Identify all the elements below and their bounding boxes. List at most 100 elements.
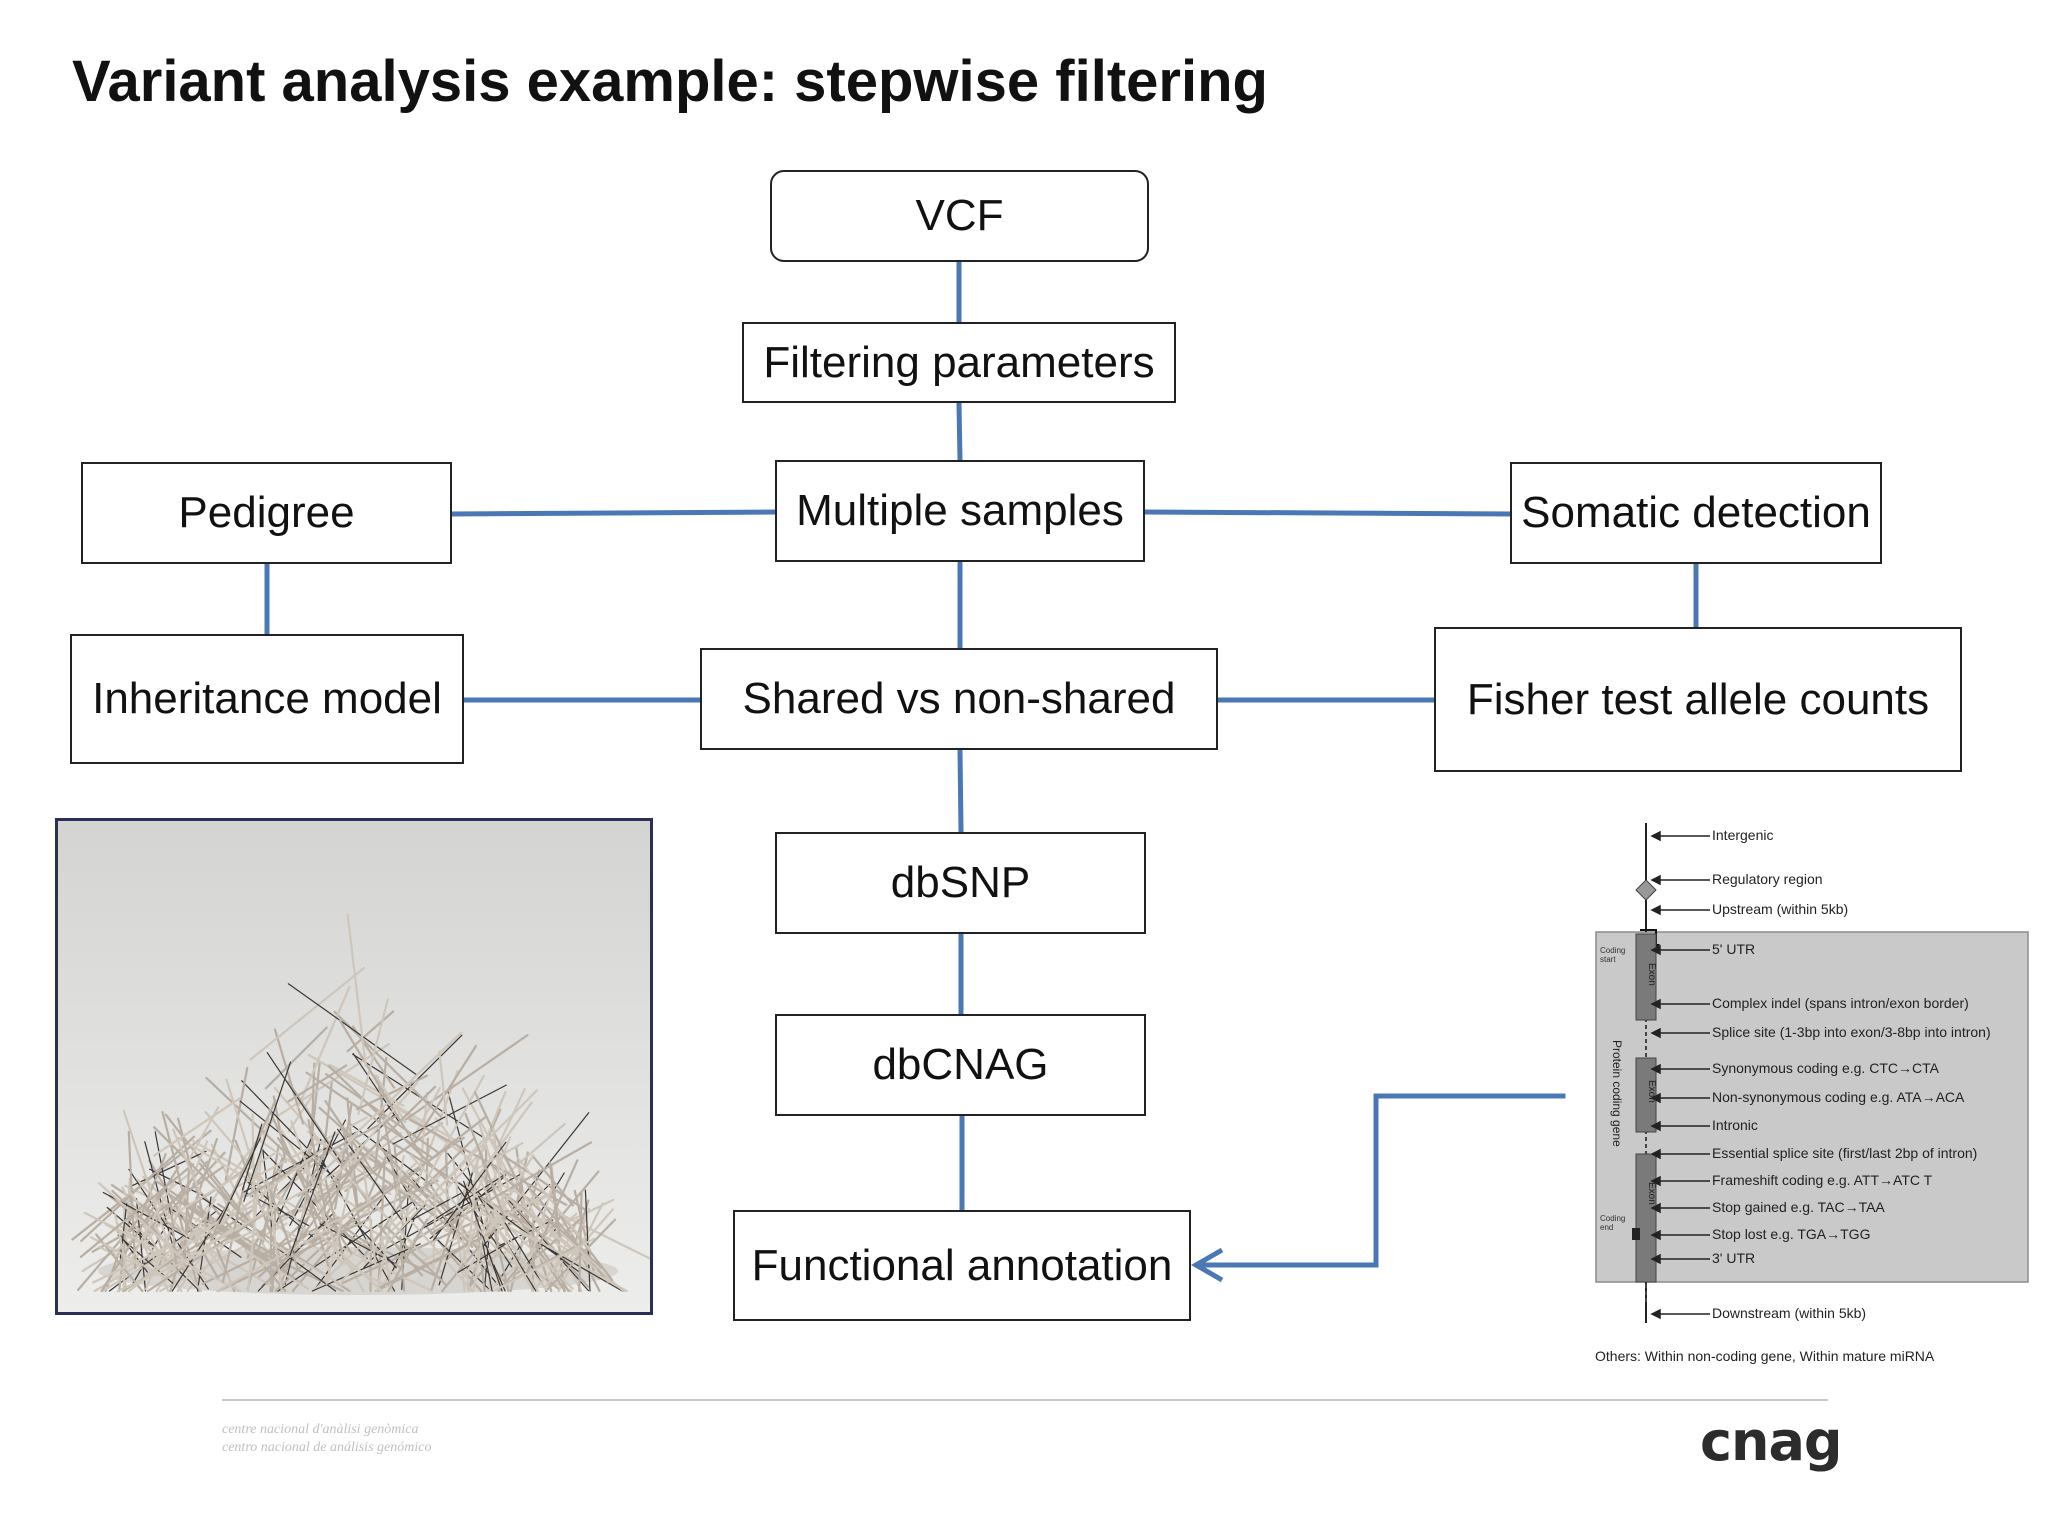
pin [170,1137,218,1272]
footer-text-line1: centre nacional d'anàlisi genòmica [222,1422,419,1437]
pin [413,1045,477,1143]
pin [172,1128,202,1195]
pin [330,1082,418,1183]
consequence-label: Non-synonymous coding e.g. ATA→ACA [1712,1089,1965,1105]
node-functional-annotation: Functional annotation [733,1210,1191,1321]
pin [530,1188,553,1258]
pin [243,1061,292,1202]
pin [463,1180,503,1292]
pin [325,1147,360,1285]
exon-label-3: Exon [1646,1182,1657,1205]
pin [473,1091,524,1193]
pin [423,1074,485,1186]
pin [224,1066,249,1181]
pin [318,1106,427,1206]
pin [338,1019,425,1160]
pin [212,1219,279,1258]
pin [258,1206,301,1248]
consequence-label: Stop gained e.g. TAC→TAA [1712,1199,1885,1215]
node-shared-vs-non-shared: Shared vs non-shared [700,648,1218,750]
pin [374,1074,407,1124]
arrowhead-functional [1190,1247,1224,1283]
pin [305,1071,433,1159]
pin [490,1178,650,1260]
pin [376,1155,405,1293]
coding-end-label: Coding end [1600,1214,1626,1232]
pin [376,1137,487,1255]
pin [290,1120,343,1267]
node-fisher-test: Fisher test allele counts [1434,627,1962,772]
pin [334,1102,353,1210]
pin [466,1247,503,1290]
pin [169,1199,198,1293]
connector-multiple-pedigree [449,509,778,517]
pin [513,1204,590,1288]
pin [420,1137,476,1191]
pin [327,1064,452,1185]
pin [113,1213,128,1270]
pin [116,1222,182,1276]
node-vcf: VCF [770,170,1149,262]
node-dbcnag: dbCNAG [775,1014,1146,1116]
pin [127,1130,137,1270]
pin [97,1182,208,1281]
pin [161,1111,198,1248]
pin [399,1208,474,1293]
pin [311,1243,421,1292]
pin [420,1115,488,1168]
consequence-label: Splice site (1-3bp into exon/3-8bp into … [1712,1024,1991,1040]
connector-consequences-functional [1197,1093,1566,1268]
consequence-label: Synonymous coding e.g. CTC→CTA [1712,1060,1939,1076]
pin [421,1200,468,1248]
pin [351,1180,425,1257]
pin [472,1217,487,1293]
pin [266,1181,283,1293]
pin [242,1131,357,1193]
pin [182,1168,190,1273]
pin [175,1205,200,1293]
pin [409,1154,505,1258]
consequence-label: Essential splice site (first/last 2bp of… [1712,1145,1978,1161]
pin [122,1109,173,1256]
pin [451,1176,513,1268]
pin [355,1074,428,1111]
pin [499,1152,586,1211]
node-multiple-samples: Multiple samples [775,460,1145,562]
pin [144,1140,209,1291]
pin [484,1205,534,1293]
pin [83,1211,242,1292]
consequence-label: Stop lost e.g. TGA→TGG [1712,1226,1871,1242]
coding-start-label: Coding start [1600,946,1626,964]
node-somatic-detection: Somatic detection [1510,462,1882,564]
pin [289,1131,336,1257]
pin [441,1210,510,1293]
pin [264,1026,328,1090]
pin [80,1135,196,1242]
pin [347,1031,463,1142]
pin [243,1113,399,1198]
pin [154,1131,172,1215]
pin [526,1209,625,1293]
connector-shared-dbsnp [957,748,964,833]
consequence-label: Intronic [1712,1117,1758,1133]
exon-label-2: Exon [1646,1080,1657,1103]
pin [467,1157,479,1255]
pin [277,1201,413,1292]
pin [375,1143,474,1248]
pin [209,1099,277,1242]
connector-filtering-multiple [956,401,963,463]
pin [242,1123,263,1191]
pin [418,1091,429,1179]
footer-divider [222,1399,1828,1401]
pin [578,1191,583,1293]
pin [468,1160,539,1293]
pin [430,1141,593,1235]
consequence-others-note: Others: Within non-coding gene, Within m… [1595,1348,1935,1364]
pin [398,1177,481,1227]
pin [430,1214,457,1291]
pin [319,1223,395,1264]
pin [261,1149,368,1260]
pin [525,1159,579,1274]
pin [296,986,351,1110]
